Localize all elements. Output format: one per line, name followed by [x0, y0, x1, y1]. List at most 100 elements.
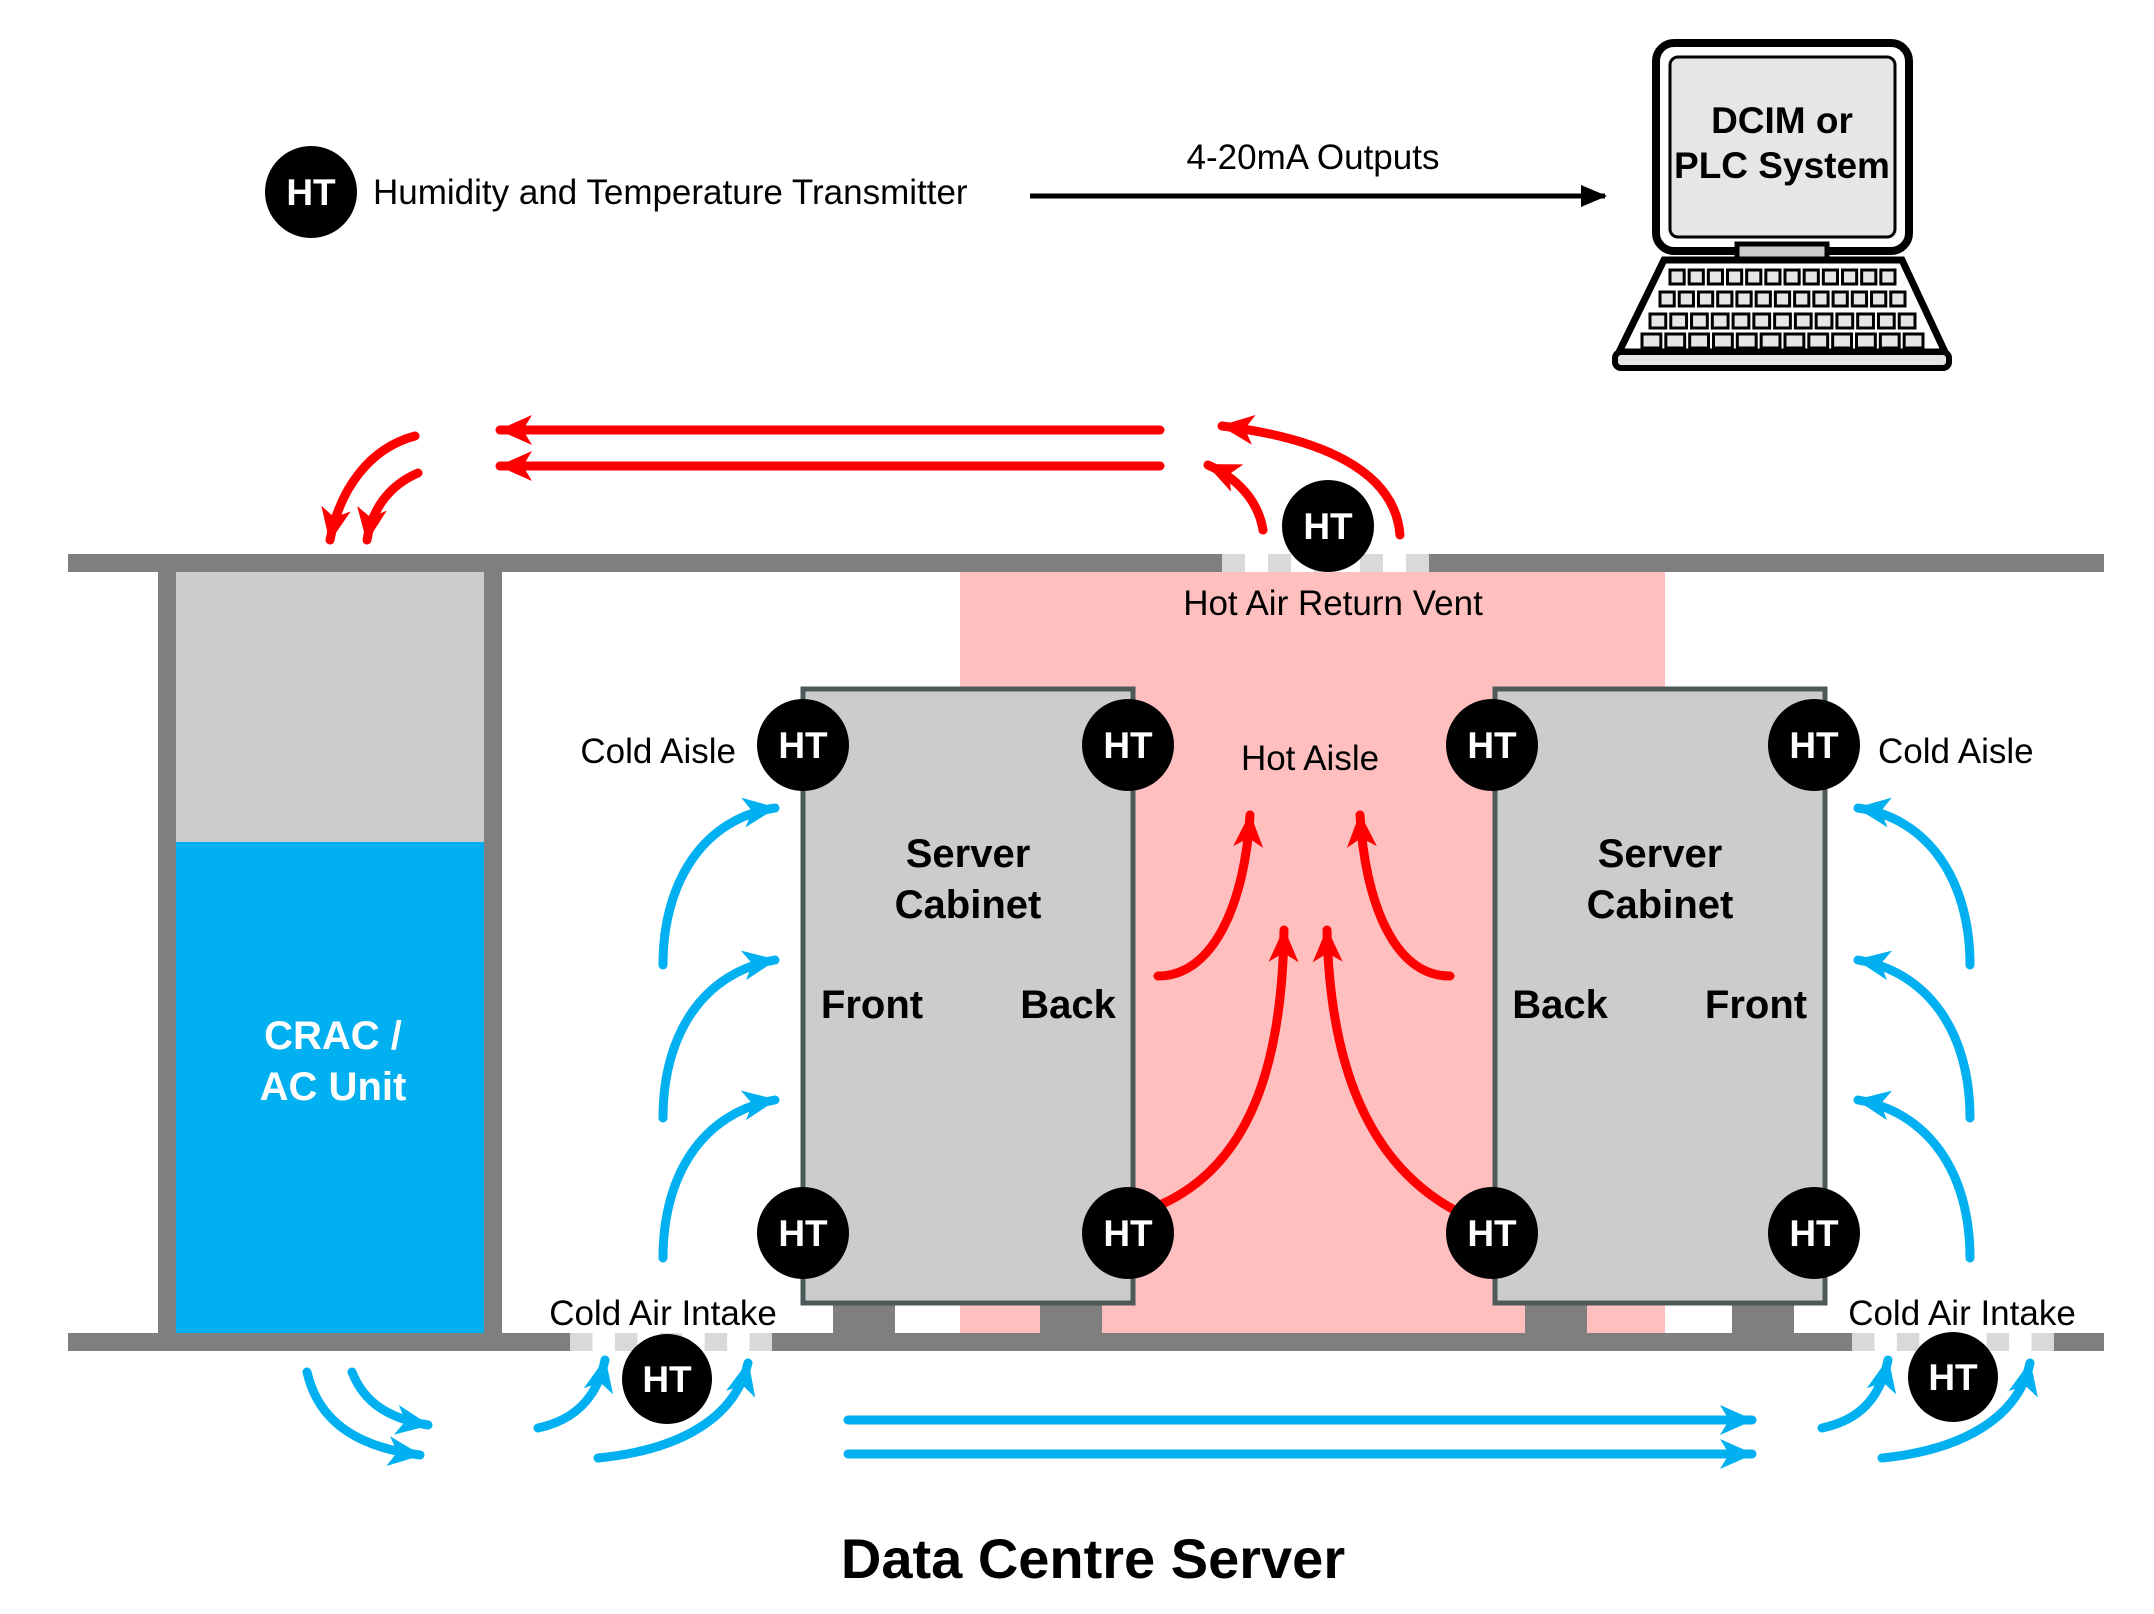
cabinet-left-line2: Cabinet: [895, 883, 1042, 927]
ht-sensor-left-back-top: HT: [1082, 699, 1174, 791]
keyboard-key: [1688, 332, 1710, 350]
vent-slat: [1986, 1333, 2010, 1351]
cold-intake-right-2: [1877, 1358, 2038, 1463]
keyboard-base: [1612, 349, 1952, 371]
keyboard-key: [1664, 332, 1687, 350]
ht-sensors: HT HT HT HT HT HT HT HT: [622, 480, 1998, 1424]
keyboard-key: [1745, 268, 1763, 286]
vent-slat: [1360, 554, 1383, 572]
legend-ht-badge-text: HT: [286, 172, 336, 213]
keyboard-key: [1793, 290, 1811, 308]
ht-sensor-left-front-bottom: HT: [757, 1187, 849, 1279]
vent-slat: [2031, 1333, 2054, 1351]
hot-vent-arrow-1: [1203, 460, 1268, 535]
ht-sensor-text: HT: [778, 1213, 828, 1254]
keyboard-keys: [1640, 268, 1925, 350]
ht-sensor-icon: [1082, 1187, 1174, 1279]
hot-aisle-arrow-3: [1155, 925, 1299, 1210]
hot-air-return-vent-label: Hot Air Return Vent: [1183, 584, 1483, 623]
ht-sensor-return-vent: HT: [1282, 480, 1374, 572]
keyboard-key: [1841, 268, 1859, 286]
cold-intake-left-2: [593, 1358, 756, 1463]
cold-air-intake-left-label: Cold Air Intake: [549, 1294, 777, 1333]
keyboard-key: [1731, 312, 1751, 330]
vent-slat: [704, 1333, 728, 1351]
hot-aisle-arrow-2: [1346, 810, 1455, 981]
cold-aisle-left-2: [658, 950, 780, 1123]
keyboard-key: [1710, 312, 1730, 330]
ht-sensor-right-front-top: HT: [1768, 699, 1860, 791]
keyboard-key: [1807, 332, 1830, 350]
ht-sensor-right-back-top: HT: [1446, 699, 1538, 791]
keyboard-key: [1773, 290, 1792, 308]
ht-sensor-text: HT: [1789, 1213, 1839, 1254]
keyboard-key: [1889, 290, 1907, 308]
keyboard-key: [1669, 312, 1689, 330]
cold-air-intake-right-label: Cold Air Intake: [1848, 1294, 2076, 1333]
keyboard-key: [1687, 268, 1705, 286]
hot-aisle-label: Hot Aisle: [1241, 739, 1379, 778]
keyboard-key: [1879, 268, 1897, 286]
legend: HT Humidity and Temperature Transmitter …: [265, 138, 1607, 238]
ht-sensor-text: HT: [778, 725, 828, 766]
keyboard-key: [1783, 268, 1801, 286]
keyboard-key: [1648, 312, 1668, 330]
keyboard-key: [1716, 290, 1734, 308]
vent-slat: [1406, 554, 1429, 572]
hot-return-arrow-4: [357, 468, 423, 545]
cold-air-flow: [302, 797, 2038, 1469]
output-label: 4-20mA Outputs: [1187, 138, 1440, 177]
keyboard-key: [1764, 268, 1782, 286]
keyboard-key: [1712, 332, 1734, 350]
cold-aisle-right-1: [1853, 797, 1975, 970]
vent-slat: [1268, 554, 1291, 572]
ht-sensor-text: HT: [1467, 725, 1517, 766]
hot-air-flow: [321, 415, 1463, 1217]
ht-sensor-left-back-bottom: HT: [1082, 1187, 1174, 1279]
keyboard-key: [1773, 312, 1792, 330]
keyboard-key: [1812, 290, 1830, 308]
cabinet-left-back: Back: [1020, 983, 1116, 1027]
keyboard-key: [1696, 290, 1715, 308]
cold-intake-right-1: [1817, 1355, 1897, 1433]
vent-slat: [749, 1333, 772, 1351]
cold-floor-arrow-2: [347, 1367, 433, 1435]
keyboard-key: [1897, 312, 1917, 330]
keyboard-key: [1783, 332, 1806, 350]
monitor-screen: [1668, 55, 1897, 239]
vent-slat: [1222, 554, 1245, 572]
cabinet-right-line1: Server: [1598, 832, 1723, 876]
keyboard-key: [1831, 290, 1849, 308]
keyboard-key: [1690, 312, 1709, 330]
ht-sensor-icon: [757, 1187, 849, 1279]
keyboard-key: [1814, 312, 1834, 330]
cold-aisle-right-label: Cold Aisle: [1878, 732, 2034, 771]
ht-sensor-icon: [757, 699, 849, 791]
keyboard-key: [1735, 290, 1753, 308]
cold-intake-left-1: [533, 1355, 614, 1433]
system-line2: PLC System: [1674, 145, 1890, 186]
ht-sensor-text: HT: [1789, 725, 1839, 766]
ht-sensor-icon: [1908, 1332, 1998, 1422]
server-cabinet-right: Server Cabinet Back Front: [1492, 686, 1828, 1333]
hot-aisle-arrow-4: [1312, 925, 1463, 1217]
keyboard-key: [1835, 312, 1855, 330]
keyboard-key: [1658, 290, 1676, 308]
keyboard-key: [1759, 332, 1782, 350]
cabinet-left-line1: Server: [906, 832, 1031, 876]
ht-sensor-right-back-bottom: HT: [1446, 1187, 1538, 1279]
keyboard-key: [1831, 332, 1853, 350]
cold-aisle-left-1: [658, 797, 780, 970]
legend-ht-badge-icon: [265, 146, 357, 238]
keyboard-key: [1754, 290, 1772, 308]
ht-sensor-text: HT: [1103, 725, 1153, 766]
ht-sensor-right-front-bottom: HT: [1768, 1187, 1860, 1279]
cabinet-left-front: Front: [821, 983, 923, 1027]
hot-aisle-arrow-1: [1153, 810, 1264, 981]
keyboard-key: [1850, 290, 1869, 308]
keyboard-key: [1735, 332, 1758, 350]
keyboard-key: [1902, 332, 1925, 350]
cold-aisle-right-3: [1853, 1090, 1975, 1263]
keyboard-key: [1870, 290, 1888, 308]
